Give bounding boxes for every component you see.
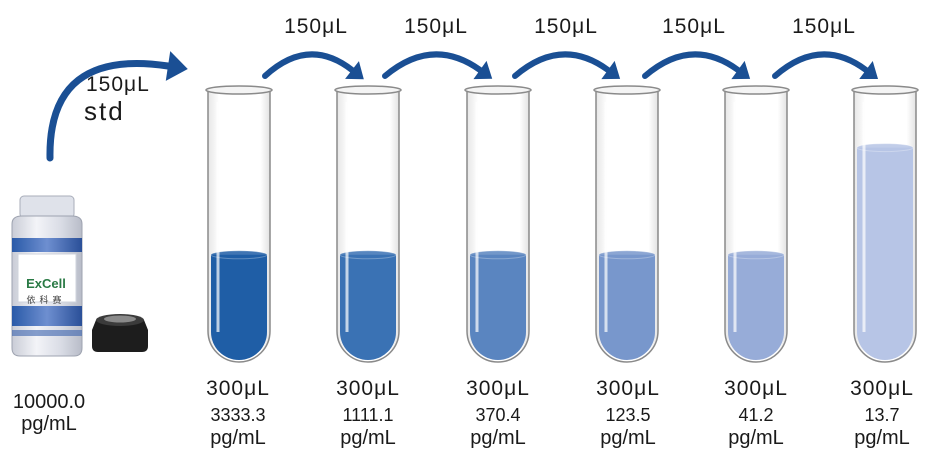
tube-4-liquid [599,254,655,360]
tube-3-rim [464,85,532,95]
bottle-label [17,253,77,303]
tube-4-outline [595,90,659,363]
tube-2-liquid [340,254,396,360]
tube-3-liquid [470,254,526,360]
tube-1-liquid [211,254,267,360]
transfer-arrow-4 [642,51,741,79]
tube-2-meniscus [339,250,397,260]
transfer-arrow-5-head [859,60,879,80]
transfer-label-2: 150μL [404,15,468,38]
stock-concentration: 10000.0 [12,391,86,413]
tube-5-unit: pg/mL [728,427,784,449]
tube-4-volume: 300μL [596,377,660,400]
tube-4-meniscus [598,250,656,260]
transfer-label-3: 150μL [534,15,598,38]
tube-1-rim [205,85,273,95]
tube-5-concentration: 41.2 [738,405,774,425]
bottle-band-thin [12,330,82,336]
tube-2-rim [334,85,402,95]
tube-4-concentration: 123.5 [605,405,651,425]
tube-2-volume: 300μL [336,377,400,400]
tube-1-outline [207,90,271,363]
tube-5-liquid [728,254,784,360]
transfer-label-5: 150μL [792,15,856,38]
tube-5-meniscus [727,250,785,260]
tube-5-volume: 300μL [724,377,788,400]
bottle-band-bottom [12,306,82,326]
bottle-cap-inner [104,315,136,323]
tube-1-volume: 300μL [206,377,270,400]
stock-transfer-volume: 150μL [86,73,150,96]
transfer-arrow-4-head [731,60,751,80]
stock-transfer-arrow-head [165,51,188,81]
transfer-arrow-2-head [473,60,493,80]
tube-5-rim [722,85,790,95]
tube-1-concentration: 3333.3 [210,405,266,425]
bottle-cap-neck [19,195,75,219]
tube-2-outline [336,90,400,363]
transfer-arrow-2 [382,51,483,79]
bottle-brand-label: ExCell [26,276,66,291]
tube-6-concentration: 13.7 [864,405,900,425]
transfer-label-4: 150μL [662,15,726,38]
bottle-brand-cn-label: 依科赛 [26,295,66,305]
tube-1-unit: pg/mL [210,427,266,449]
tube-1-meniscus [210,250,268,260]
transfer-arrow-1 [262,51,355,79]
tube-5-outline [724,90,788,363]
tube-6-meniscus [856,143,914,153]
transfer-arrow-5 [772,51,869,79]
tube-3-outline [466,90,530,363]
tube-6-rim [851,85,919,95]
tube-6-unit: pg/mL [854,427,910,449]
transfer-arrow-3 [512,51,611,79]
tube-6-volume: 300μL [850,377,914,400]
tube-6-outline [853,90,917,363]
stock-transfer-label: std [84,96,125,126]
stock-transfer-arrow [46,59,172,162]
tube-2-concentration: 1111.1 [342,405,394,425]
bottle-band-top [12,238,82,252]
tube-3-concentration: 370.4 [475,405,521,425]
tube-4-rim [593,85,661,95]
transfer-arrow-1-head [345,61,364,80]
bottle-cap [92,320,148,352]
tube-3-meniscus [469,250,527,260]
transfer-label-1: 150μL [284,15,348,38]
tube-3-volume: 300μL [466,377,530,400]
tube-4-unit: pg/mL [600,427,656,449]
tube-3-unit: pg/mL [470,427,526,449]
tube-6-liquid [857,147,913,360]
tube-2-unit: pg/mL [340,427,396,449]
transfer-arrow-3-head [601,60,621,80]
stock-unit: pg/mL [21,413,77,435]
